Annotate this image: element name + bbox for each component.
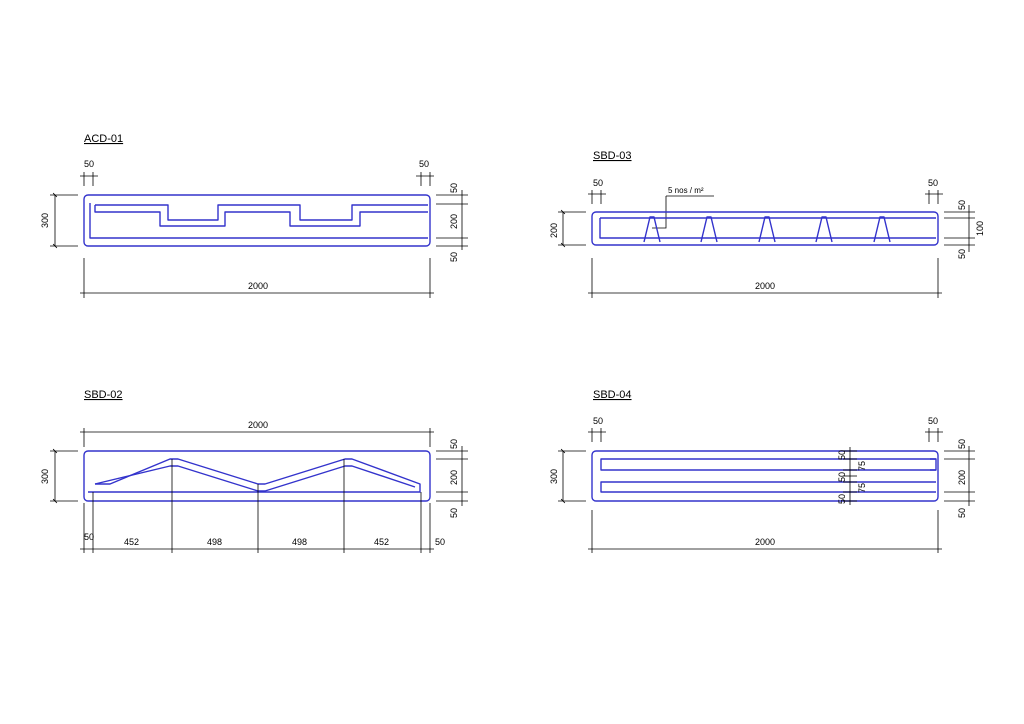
height-label: 300 <box>549 469 559 484</box>
chair-bar <box>700 216 718 243</box>
chain-label: 498 <box>207 537 222 547</box>
rebar-bottom <box>599 218 936 239</box>
panel-title: SBD-04 <box>593 389 632 401</box>
panel-sbd03: SBD-03 50 50 5 nos / m² 200 50 <box>549 150 985 298</box>
right-bot-label: 50 <box>957 508 967 518</box>
height-label: 300 <box>40 469 50 484</box>
panel-acd01: ACD-01 50 50 300 50 200 50 2000 <box>40 133 468 298</box>
right-bot-label: 50 <box>957 249 967 259</box>
chain-label: 50 <box>435 537 445 547</box>
right-top-label: 50 <box>957 200 967 210</box>
chain-label: 498 <box>292 537 307 547</box>
slab-outline <box>83 194 431 247</box>
rebar-bent <box>88 458 421 493</box>
height-label: 200 <box>549 223 559 238</box>
rebar-bottom <box>89 203 428 239</box>
inner-label: 75 <box>857 461 867 471</box>
length-label: 2000 <box>755 281 775 291</box>
length-label: 2000 <box>248 420 268 430</box>
chair-bar <box>873 216 891 243</box>
rebar-top <box>600 458 936 471</box>
right-mid-label: 200 <box>957 470 967 485</box>
cover-left-label: 50 <box>593 416 603 426</box>
inner-label: 50 <box>837 450 847 460</box>
length-label: 2000 <box>248 281 268 291</box>
right-top-label: 50 <box>957 439 967 449</box>
rebar-bent-inner <box>94 465 416 492</box>
inner-label: 50 <box>837 494 847 504</box>
slab-outline <box>83 450 431 502</box>
chair-bar <box>815 216 833 243</box>
inner-label: 50 <box>837 472 847 482</box>
height-label: 300 <box>40 213 50 228</box>
rebar-hook <box>930 458 937 471</box>
panel-title: ACD-01 <box>84 133 123 145</box>
panel-sbd04: SBD-04 50 50 50 50 50 75 75 300 <box>549 389 975 553</box>
rebar-top <box>94 205 428 227</box>
panel-sbd02: SBD-02 2000 300 50 200 50 50 452 <box>40 389 468 553</box>
cover-left-label: 50 <box>593 178 603 188</box>
right-bot-label: 50 <box>449 508 459 518</box>
slab-outline <box>591 211 939 246</box>
rebar-bottom <box>600 481 936 493</box>
slab-outline <box>591 450 939 502</box>
right-bot-label: 50 <box>449 252 459 262</box>
length-label: 2000 <box>755 537 775 547</box>
right-top-label: 50 <box>449 183 459 193</box>
note-label: 5 nos / m² <box>668 186 704 195</box>
panel-title: SBD-03 <box>593 150 632 162</box>
rebar-top-inner <box>95 204 428 221</box>
cover-right-label: 50 <box>928 178 938 188</box>
chain-label: 452 <box>374 537 389 547</box>
right-top-label: 50 <box>449 439 459 449</box>
chain-label: 50 <box>84 532 94 542</box>
chain-label: 452 <box>124 537 139 547</box>
chair-bar <box>643 216 661 243</box>
inner-label: 75 <box>857 483 867 493</box>
cover-left-label: 50 <box>84 159 94 169</box>
right-mid-label: 100 <box>975 221 985 236</box>
cover-right-label: 50 <box>928 416 938 426</box>
cover-right-label: 50 <box>419 159 429 169</box>
panel-title: SBD-02 <box>84 389 123 401</box>
right-mid-label: 200 <box>449 470 459 485</box>
chair-bar <box>758 216 776 243</box>
right-mid-label: 200 <box>449 214 459 229</box>
